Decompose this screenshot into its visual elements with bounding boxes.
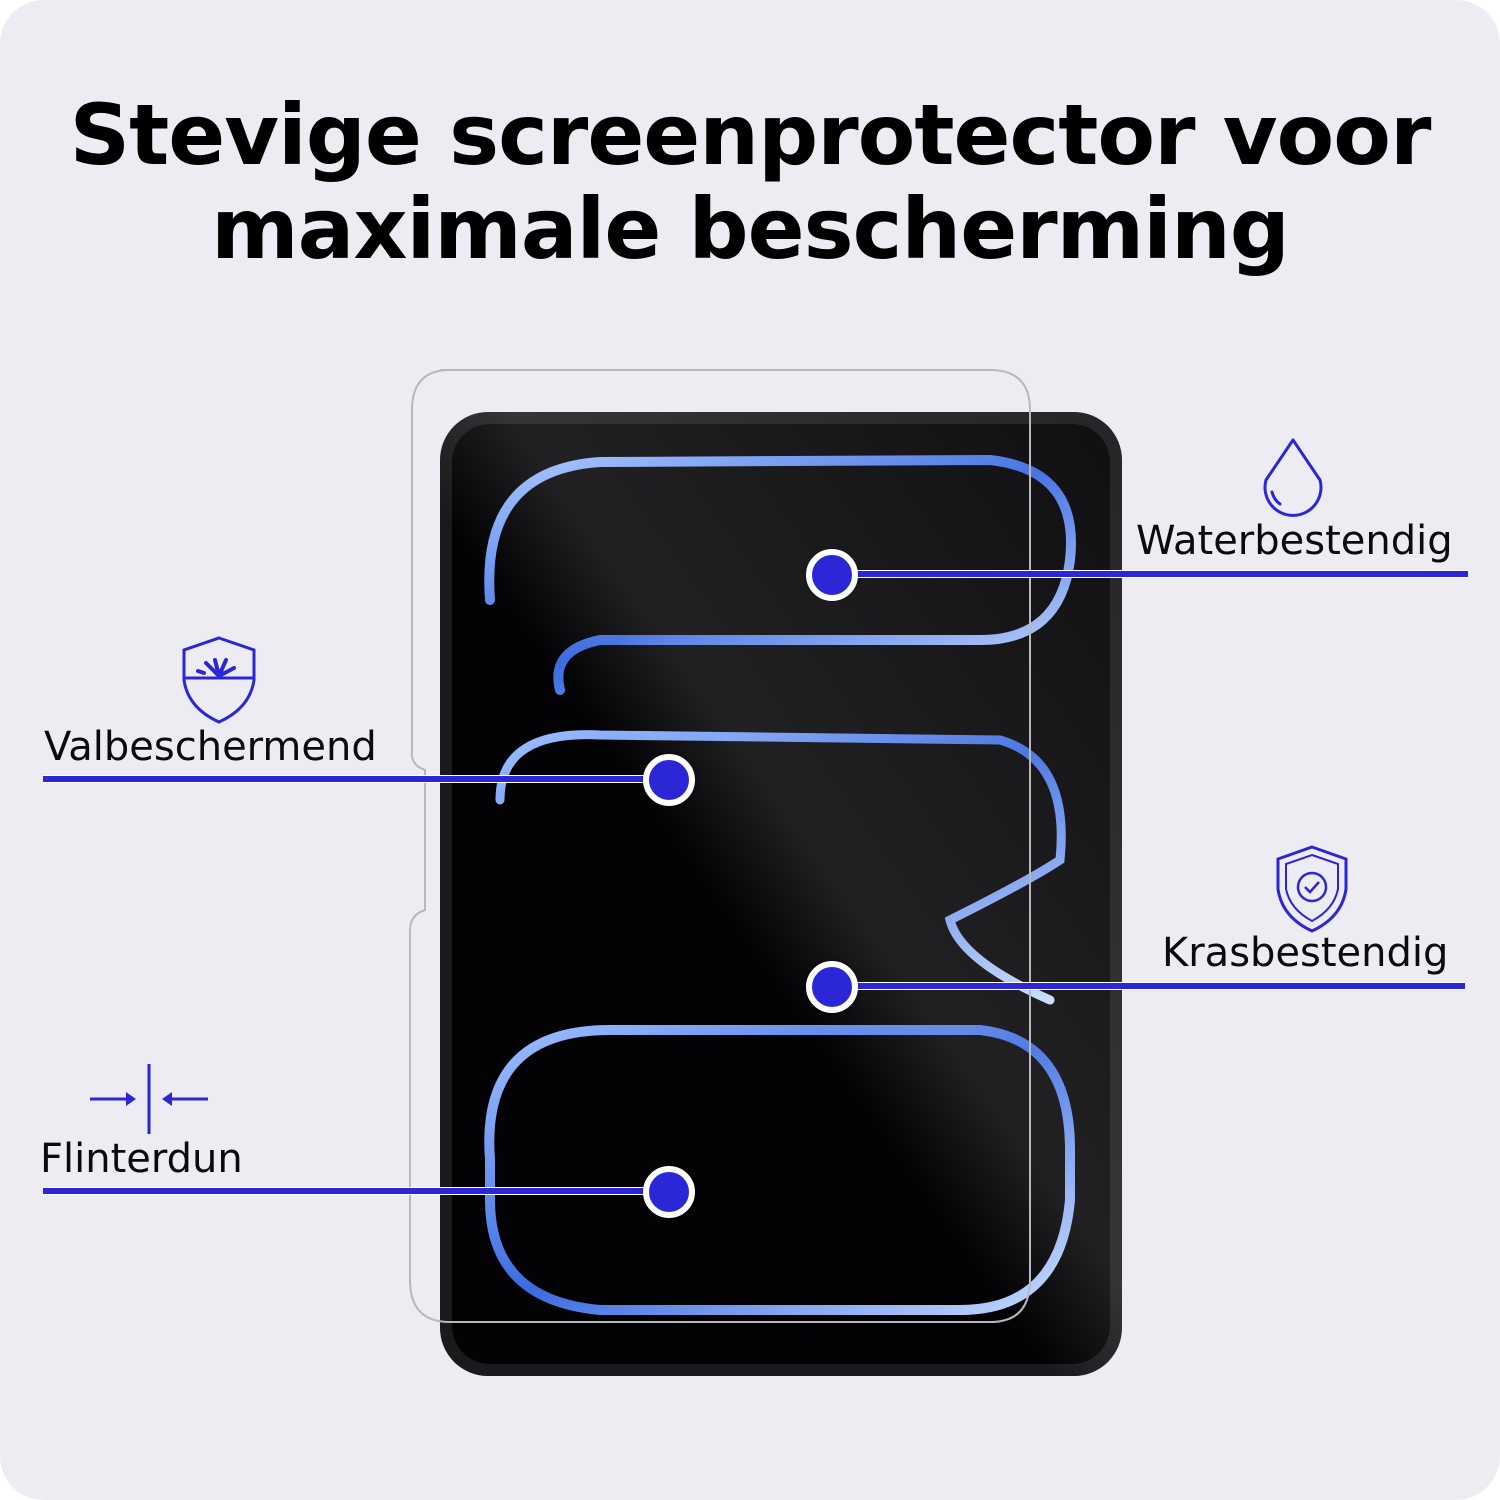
screen-protector-outline (409, 369, 1031, 1323)
thin-arrows-icon (90, 1064, 208, 1134)
feature-label-valbeschermend: Valbeschermend (44, 724, 377, 770)
feature-label-flinterdun: Flinterdun (40, 1136, 243, 1182)
callout-line-waterbestendig (832, 570, 1468, 578)
shield-impact-icon (182, 636, 256, 724)
feature-label-waterbestendig: Waterbestendig (1136, 518, 1453, 564)
callout-line-krasbestendig (832, 982, 1465, 990)
callout-dot-waterbestendig (806, 549, 858, 601)
callout-dot-valbeschermend (643, 754, 695, 806)
water-drop-icon (1263, 438, 1323, 517)
shield-check-icon (1276, 845, 1348, 933)
callout-dot-krasbestendig (806, 961, 858, 1013)
callout-line-flinterdun (43, 1187, 669, 1195)
callout-dot-flinterdun (643, 1166, 695, 1218)
tablet-with-screen-protector (409, 369, 1122, 1376)
headline-line-1: Stevige screenprotector voor (69, 86, 1432, 184)
feature-label-krasbestendig: Krasbestendig (1162, 930, 1449, 976)
callout-line-valbeschermend (43, 775, 669, 783)
headline-line-2: maximale bescherming (211, 180, 1290, 278)
headline: Stevige screenprotector voor maximale be… (0, 88, 1500, 276)
